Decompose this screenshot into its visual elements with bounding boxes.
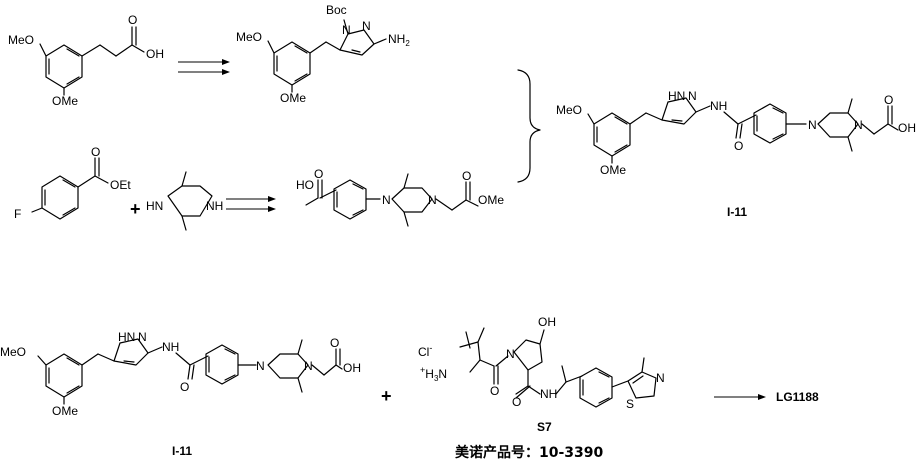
label-meo: MeO xyxy=(556,103,582,117)
label-meo: MeO xyxy=(8,33,34,47)
label-nh: NH xyxy=(710,99,727,113)
label-n1: N xyxy=(342,23,351,37)
molecule-boc-aminopyrazole: MeO OMe Boc N N NH2 xyxy=(236,3,410,105)
label-n: N xyxy=(256,359,265,373)
label-ome: OMe xyxy=(600,163,626,177)
multistep-arrow-1 xyxy=(178,59,230,75)
label-hn: HN xyxy=(118,330,135,344)
label-oh: OH xyxy=(898,121,916,135)
label-ome: OMe xyxy=(52,94,78,108)
label-n: N xyxy=(138,330,147,344)
label-ome: OMe xyxy=(280,91,306,105)
molecule-s7: Cl- +H3N O N OH O NH N S S7 xyxy=(418,315,665,434)
compound-label-i11-top: I-11 xyxy=(727,205,747,219)
label-n: N xyxy=(656,371,665,385)
label-n: N xyxy=(854,118,863,132)
label-boc: Boc xyxy=(326,3,347,17)
label-carbonyl-o: O xyxy=(180,380,189,394)
label-oh: OH xyxy=(146,47,164,61)
plus-sign: + xyxy=(130,199,141,219)
label-hn: HN xyxy=(146,199,163,213)
label-n2: N xyxy=(362,19,371,33)
label-nh: NH xyxy=(540,387,557,401)
molecule-i11-bottom: MeO OMe HN N NH O N N O OH I-11 xyxy=(0,330,361,458)
label-n: N xyxy=(428,193,437,207)
label-carbonyl-o: O xyxy=(734,139,743,153)
molecule-ethyl-fluorobenzoate: F O OEt xyxy=(14,145,131,221)
molecule-dimethoxyphenylpropanoic-acid: MeO OMe O OH xyxy=(8,13,164,108)
label-carbonyl-o: O xyxy=(330,336,339,350)
label-h3n: +H3N xyxy=(420,365,447,383)
molecule-dimethylpiperazine: HN NH xyxy=(146,171,223,231)
compound-label-i11-bottom: I-11 xyxy=(172,444,192,458)
label-n: N xyxy=(304,359,313,373)
label-s: S xyxy=(626,397,634,411)
compound-label-s7: S7 xyxy=(537,420,552,434)
label-nh2: NH2 xyxy=(388,32,410,48)
label-meo: MeO xyxy=(236,30,262,44)
label-hn: HN xyxy=(668,89,685,103)
label-carbonyl-o: O xyxy=(884,93,893,107)
label-ho: HO xyxy=(296,178,314,192)
label-nh: NH xyxy=(206,199,223,213)
convergence-brace xyxy=(517,69,541,183)
label-oh: OH xyxy=(343,361,361,375)
label-ome: OMe xyxy=(478,193,504,207)
label-carbonyl-o: O xyxy=(91,145,100,159)
label-f: F xyxy=(14,207,21,221)
molecule-piperazine-benzoic-acid-ester: HO O N N O OMe xyxy=(296,167,504,227)
product-number-caption: 美诺产品号：10-3390 xyxy=(455,444,604,461)
multistep-arrow-2 xyxy=(226,196,276,212)
label-nh: NH xyxy=(162,340,179,354)
product-label: LG1188 xyxy=(776,390,819,404)
label-ome: OMe xyxy=(52,404,78,418)
label-n: N xyxy=(688,89,697,103)
label-cl: Cl- xyxy=(418,343,432,359)
label-oh: OH xyxy=(538,315,556,329)
label-n: N xyxy=(382,193,391,207)
plus-sign-large: + xyxy=(381,386,392,406)
label-carbonyl-o: O xyxy=(490,384,499,398)
label-meo: MeO xyxy=(0,345,26,359)
reaction-arrow-final xyxy=(714,394,766,400)
molecule-i11-top: MeO OMe HN N NH O N N O OH I-11 xyxy=(556,89,916,219)
label-oet: OEt xyxy=(110,178,131,192)
label-carbonyl-o: O xyxy=(462,169,471,183)
label-n: N xyxy=(808,118,817,132)
label-carbonyl-o: O xyxy=(314,167,323,181)
label-carbonyl-o: O xyxy=(512,395,521,409)
label-carbonyl-o: O xyxy=(128,13,137,27)
label-n: N xyxy=(506,347,515,361)
